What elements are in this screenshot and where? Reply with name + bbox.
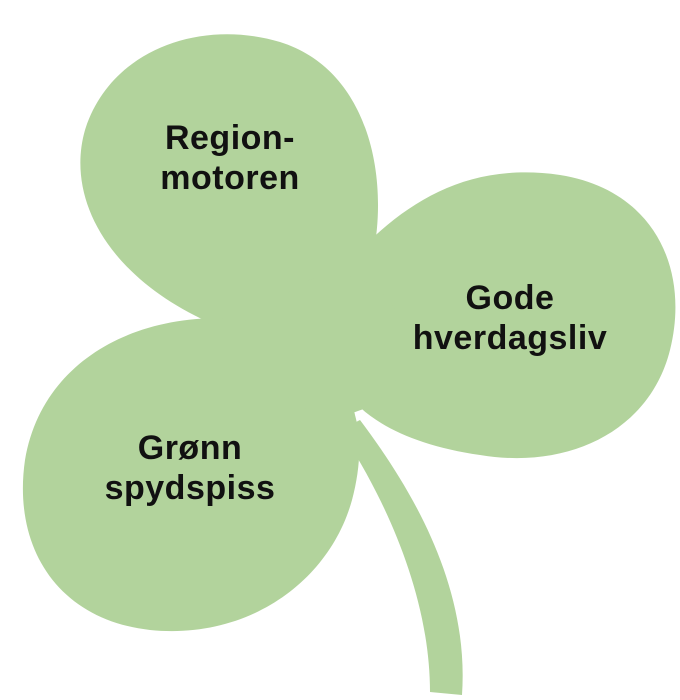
leaf-left-label-line2: spydspiss [104,469,276,507]
leaf-right [343,172,676,459]
leaf-top-label-line2: motoren [160,159,300,197]
leaf-left-label: Grønn spydspiss [70,428,310,508]
clover-center [265,275,405,415]
leaf-right-label-line2: hverdagsliv [412,319,608,357]
leaf-top-label-line1: Region- [164,119,296,157]
leaf-top [80,34,379,334]
leaf-right-label: Gode hverdagsliv [380,278,640,358]
leaf-top-label: Region- motoren [130,118,330,198]
clover-stem [340,420,463,695]
leaf-left-label-line1: Grønn [137,429,243,467]
leaf-right-label-line1: Gode [465,279,555,317]
leaf-left [22,318,360,632]
